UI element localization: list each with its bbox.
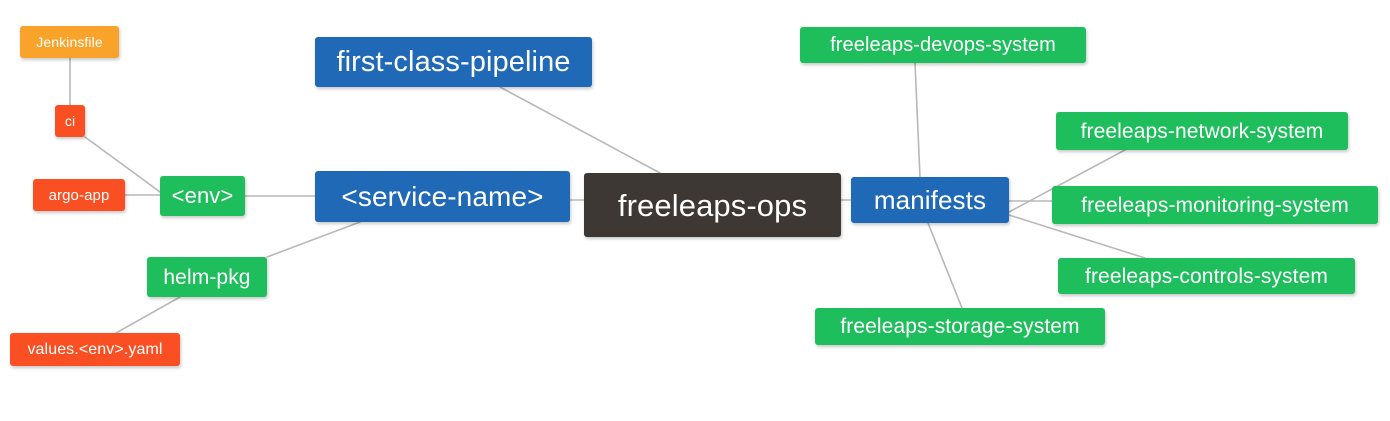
node-label-freeleaps-ops: freeleaps-ops <box>617 187 808 223</box>
node-label-freeleaps-storage-system: freeleaps-storage-system <box>840 315 1080 338</box>
node-env[interactable]: <env> <box>160 176 245 216</box>
edge-manifests-storage <box>927 222 963 309</box>
node-label-manifests: manifests <box>873 185 987 215</box>
node-freeleaps-controls-system[interactable]: freeleaps-controls-system <box>1058 258 1355 294</box>
node-manifests[interactable]: manifests <box>851 177 1009 223</box>
node-label-service-name: <service-name> <box>341 180 544 212</box>
node-ci[interactable]: ci <box>55 105 85 137</box>
node-label-values-env-yaml: values.<env>.yaml <box>27 340 163 358</box>
edge-pipeline-ops <box>499 86 661 174</box>
edge-values-helm-pkg <box>115 296 181 334</box>
node-freeleaps-network-system[interactable]: freeleaps-network-system <box>1056 112 1348 150</box>
node-label-jenkinsfile: Jenkinsfile <box>36 34 103 50</box>
node-freeleaps-monitoring-system[interactable]: freeleaps-monitoring-system <box>1052 186 1378 224</box>
node-freeleaps-storage-system[interactable]: freeleaps-storage-system <box>815 308 1105 345</box>
node-freeleaps-ops[interactable]: freeleaps-ops <box>584 173 841 237</box>
node-service-name[interactable]: <service-name> <box>315 171 570 222</box>
edge-helm-pkg-service-name <box>266 221 361 258</box>
edge-manifests-devops <box>914 62 921 178</box>
node-argo-app[interactable]: argo-app <box>33 179 125 211</box>
node-jenkinsfile[interactable]: Jenkinsfile <box>20 26 119 58</box>
node-helm-pkg[interactable]: helm-pkg <box>147 257 267 297</box>
node-label-freeleaps-controls-system: freeleaps-controls-system <box>1085 264 1328 288</box>
node-label-env: <env> <box>171 183 234 208</box>
node-label-argo-app: argo-app <box>48 186 110 204</box>
node-values-env-yaml[interactable]: values.<env>.yaml <box>10 333 180 366</box>
node-freeleaps-devops-system[interactable]: freeleaps-devops-system <box>800 27 1086 63</box>
node-label-first-class-pipeline: first-class-pipeline <box>336 45 571 78</box>
node-label-freeleaps-network-system: freeleaps-network-system <box>1080 119 1324 143</box>
node-label-helm-pkg: helm-pkg <box>163 265 251 289</box>
node-label-freeleaps-monitoring-system: freeleaps-monitoring-system <box>1081 193 1349 217</box>
node-first-class-pipeline[interactable]: first-class-pipeline <box>315 37 592 87</box>
node-label-freeleaps-devops-system: freeleaps-devops-system <box>830 34 1056 56</box>
node-label-ci: ci <box>64 113 76 129</box>
